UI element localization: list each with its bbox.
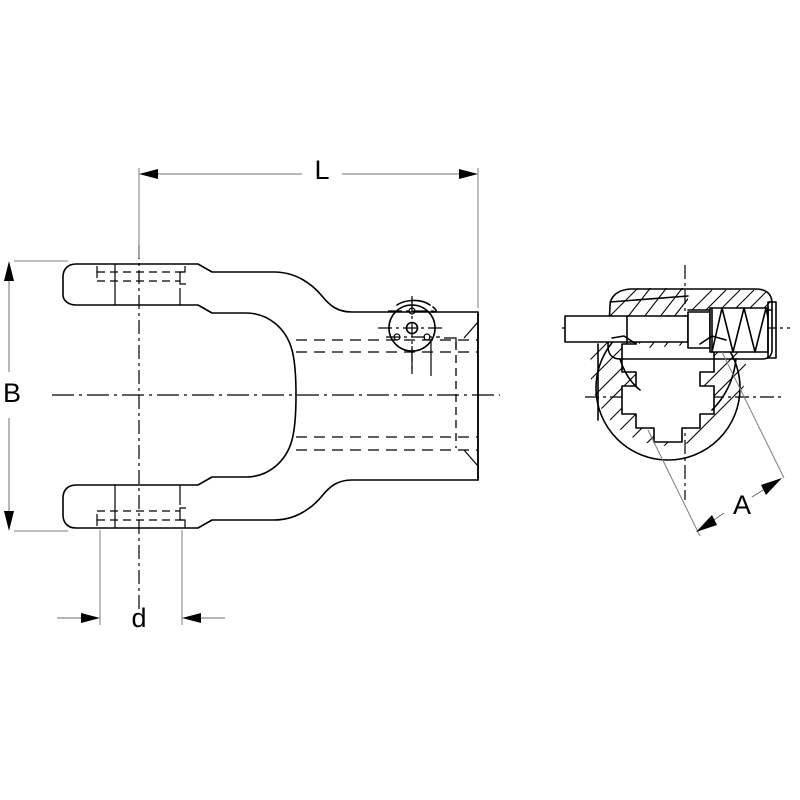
housing-to-body-blend-right — [711, 358, 737, 411]
section-view-dimensions: A — [647, 351, 785, 537]
housing-to-body-blend-left — [619, 358, 641, 391]
tube-step-corner-upper — [444, 337, 457, 348]
dim-B-arrow-bottom — [4, 511, 14, 531]
dim-L-arrow-right — [459, 169, 478, 179]
boss-blend-upper — [396, 299, 431, 306]
pin-collar-fill — [688, 312, 710, 348]
dim-d-label: d — [131, 603, 146, 633]
dim-L-arrow-left — [139, 169, 158, 179]
upper-ear-bore-step-right — [179, 266, 186, 285]
front-view-dimensions: L B d — [3, 155, 479, 633]
dim-A-arrow-lower — [696, 515, 717, 532]
dim-A-arrow-upper — [761, 478, 782, 495]
pin-housing-hatching-right — [691, 289, 772, 313]
pin-housing-outline — [607, 288, 773, 360]
boss-blend-to-shaft — [431, 306, 437, 313]
lower-ear-bore-step-right — [179, 507, 186, 528]
front-view — [52, 245, 500, 612]
shaft-chamfer-lower — [463, 449, 479, 467]
yoke-outline-upper — [62, 263, 479, 529]
spline-notch-left-detail — [611, 335, 637, 345]
shaft-chamfer-upper — [463, 321, 479, 339]
dim-A-extension-left — [647, 429, 701, 537]
dim-B-label: B — [3, 378, 21, 408]
pin-housing-top-edge-left — [609, 295, 689, 303]
spline-notch-right-detail — [699, 335, 727, 345]
dim-B-arrow-top — [4, 261, 14, 281]
pin-cap — [767, 301, 777, 359]
compression-spring — [711, 307, 769, 353]
dim-A-extension-right — [721, 351, 785, 479]
dim-d-arrow-left — [81, 613, 100, 623]
dim-d-arrow-right — [182, 613, 201, 623]
section-view — [562, 265, 790, 500]
dim-L-label: L — [314, 155, 329, 185]
splined-bore-fill — [622, 318, 714, 442]
dim-A-label: A — [733, 490, 751, 520]
